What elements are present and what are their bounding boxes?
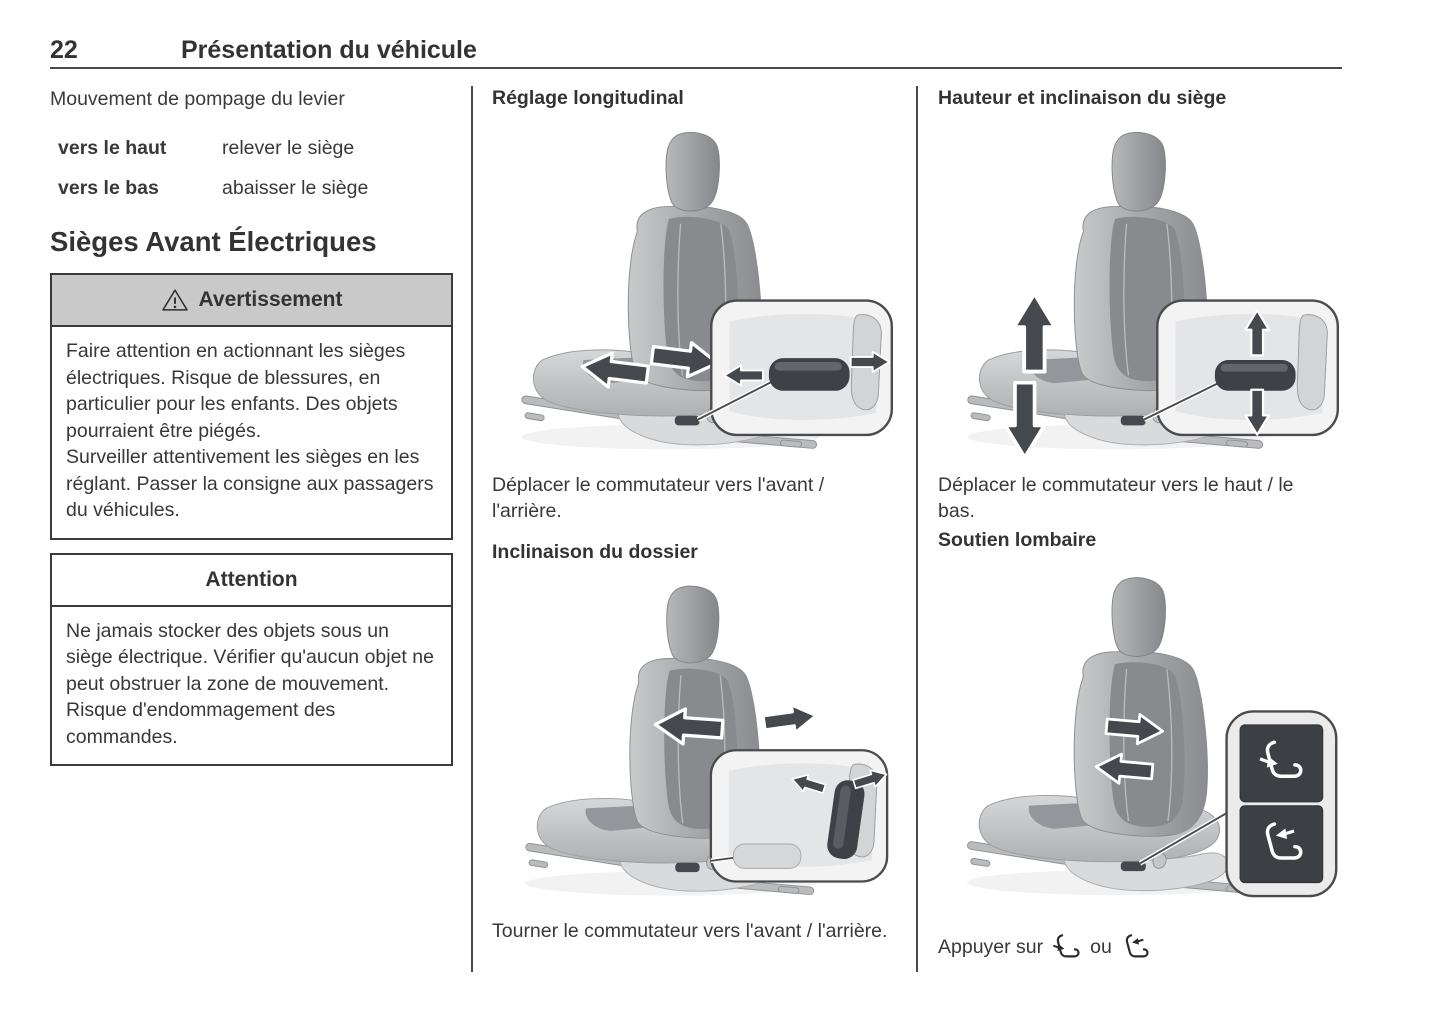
caption-lumbar: Appuyer sur ou [938,933,1344,962]
warning-title: Avertissement [198,288,343,311]
lever-action: vers le bas [58,177,159,199]
heading-recline: Inclinaison du dossier [492,541,698,563]
seat-height-illustration [938,120,1344,458]
lumbar-decrease-icon [1120,933,1151,962]
lever-action: vers le haut [58,137,167,159]
section-title: Sièges Avant Électriques [50,226,377,257]
lumbar-increase-icon [1051,933,1082,962]
table-row: vers le bas abaisser le siège [58,177,453,200]
caption-recline: Tourner le commutateur vers l'avant / l'… [492,920,888,942]
seat-height-svg [966,131,1340,458]
column-divider-left [471,86,473,972]
right-column: Hauteur et inclinaison du siège Déplacer… [938,86,1344,962]
warning-box-body: Faire attention en actionnant les sièges… [52,327,451,538]
left-column: Mouvement de pompage du levier vers le h… [50,86,453,766]
column-divider-right [916,86,918,972]
page-title: Présentation du véhicule [181,36,477,64]
seat-recline-svg [524,585,890,897]
lever-intro-text: Mouvement de pompage du levier [50,88,345,110]
warning-paragraph: Surveiller attentivement les sièges en l… [66,446,434,521]
seat-longitudinal-svg [520,131,894,451]
warning-box: Avertissement Faire attention en actionn… [50,273,453,540]
seat-recline-illustration [492,574,896,904]
lever-table: vers le haut relever le siège vers le ba… [58,137,453,200]
lever-result: abaisser le siège [222,177,369,199]
seat-longitudinal-illustration [492,120,896,458]
seat-lumbar-illustration [938,562,1344,907]
middle-column: Réglage longitudinal Déplacer le commuta… [492,86,896,944]
lever-result: relever le siège [222,137,355,159]
lumbar-caption-conjunction: ou [1090,936,1112,958]
caption-height-tilt: Déplacer le commutateur vers le haut / l… [938,474,1294,522]
caution-box-header: Attention [52,555,451,607]
warning-triangle-icon [161,289,188,311]
caption-longitudinal: Déplacer le commutateur vers l'avant / l… [492,474,825,522]
warning-box-header: Avertissement [52,275,451,327]
caution-title: Attention [205,567,298,591]
seat-lumbar-svg [966,577,1338,898]
warning-paragraph: Faire attention en actionnant les sièges… [66,340,406,442]
header-rule [50,67,1342,69]
caution-box-body: Ne jamais stocker des objets sous un siè… [52,607,451,765]
page-number: 22 [50,36,78,64]
heading-lumbar: Soutien lombaire [938,529,1097,551]
caution-paragraph: Ne jamais stocker des objets sous un siè… [66,619,434,748]
table-row: vers le haut relever le siège [58,137,453,160]
heading-longitudinal: Réglage longitudinal [492,87,684,109]
heading-height-tilt: Hauteur et inclinaison du siège [938,87,1227,109]
caution-box: Attention Ne jamais stocker des objets s… [50,552,453,766]
lumbar-caption-prefix: Appuyer sur [938,936,1044,958]
